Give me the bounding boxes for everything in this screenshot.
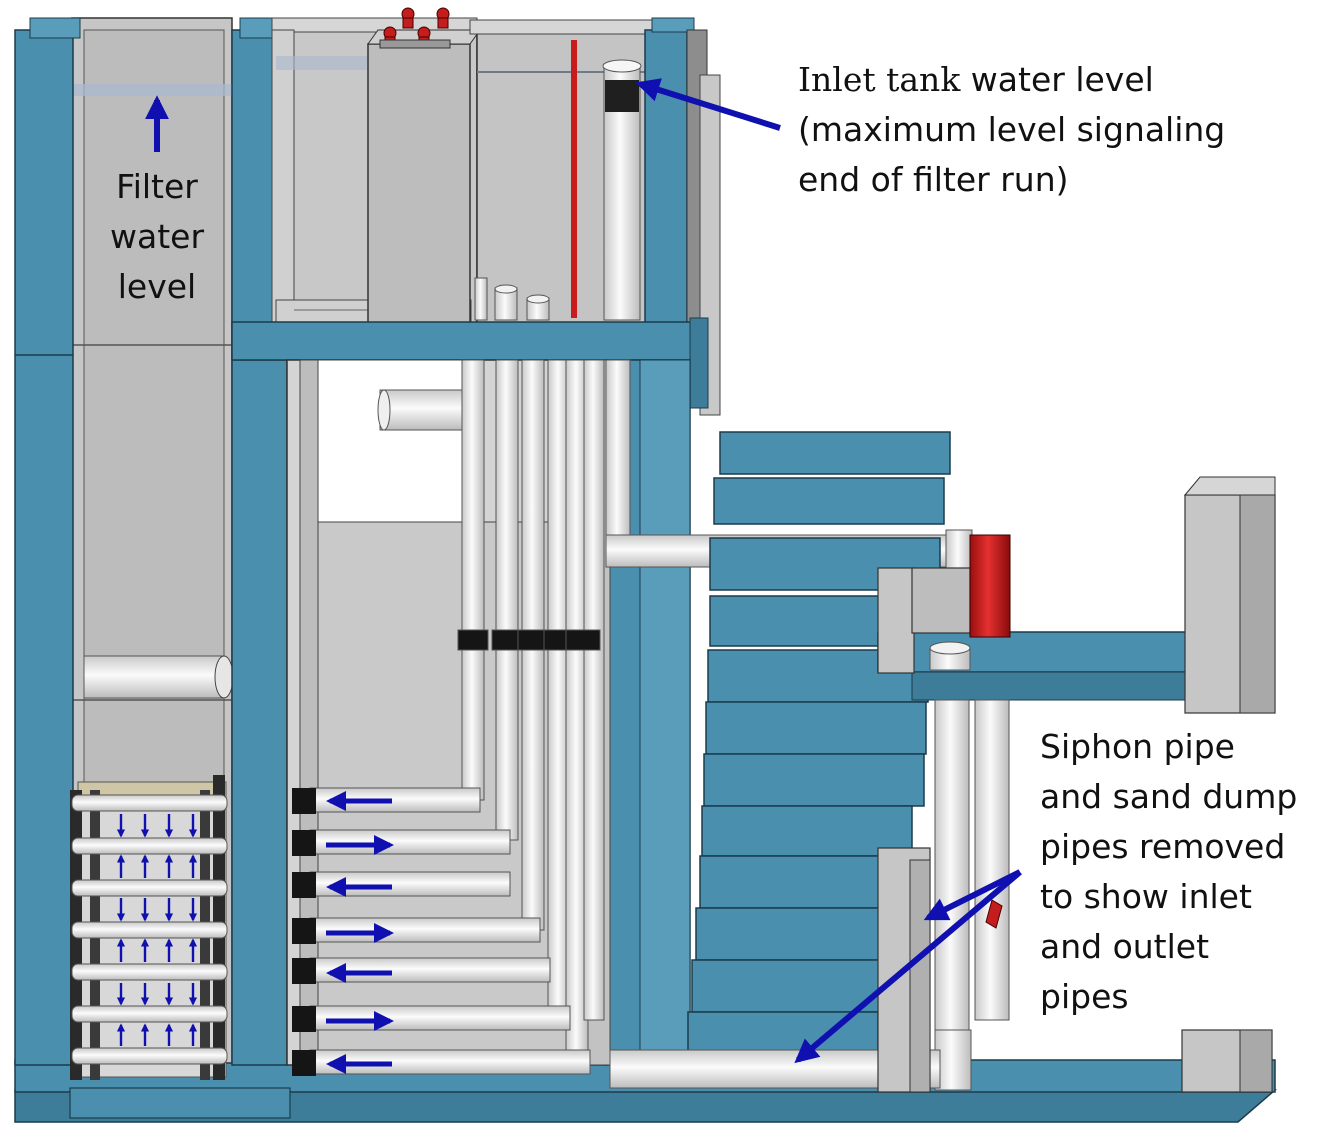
inlet-label-serif: Inlet tank (798, 60, 961, 99)
siphon-label-line: pipes removed (1040, 827, 1286, 866)
inlet-level-arrow (635, 78, 781, 131)
right-platform (877, 476, 1276, 1093)
filter-label-line: water (109, 217, 205, 256)
flow-arrows (116, 791, 394, 1074)
siphon-arrow-upper (923, 869, 1022, 921)
inlet-label-rest: water level (960, 60, 1154, 99)
filter-bed-manifold (70, 775, 228, 1080)
filter-water-level-label: Filter water level (92, 162, 222, 312)
red-cylinder (969, 534, 1011, 638)
stair-structure (687, 431, 951, 1063)
annotation-arrows (145, 78, 1022, 1064)
siphon-label-line: and outlet (1040, 927, 1210, 966)
inlet-label-line: (maximum level signaling (798, 110, 1226, 149)
inlet-tank-water-level-label: Inlet tank water level (maximum level si… (798, 55, 1225, 205)
inlet-label-line: Inlet tank water level (798, 55, 1225, 105)
siphon-label-line: pipes (1040, 977, 1129, 1016)
filter-label-line: level (117, 267, 197, 306)
outlet-laterals (292, 787, 591, 1076)
siphon-arrow-lower (794, 869, 1022, 1064)
siphon-pipe-note-label: Siphon pipe and sand dump pipes removed … (1040, 722, 1297, 1022)
inlet-label-line: end of filter run) (798, 160, 1069, 199)
level-sensor-float (605, 80, 639, 112)
siphon-label-line: to show inlet (1040, 877, 1252, 916)
siphon-label-line: Siphon pipe (1040, 727, 1235, 766)
filter-label-line: Filter (116, 167, 198, 206)
filter-water-surface (72, 84, 232, 96)
siphon-label-line: and sand dump (1040, 777, 1298, 816)
